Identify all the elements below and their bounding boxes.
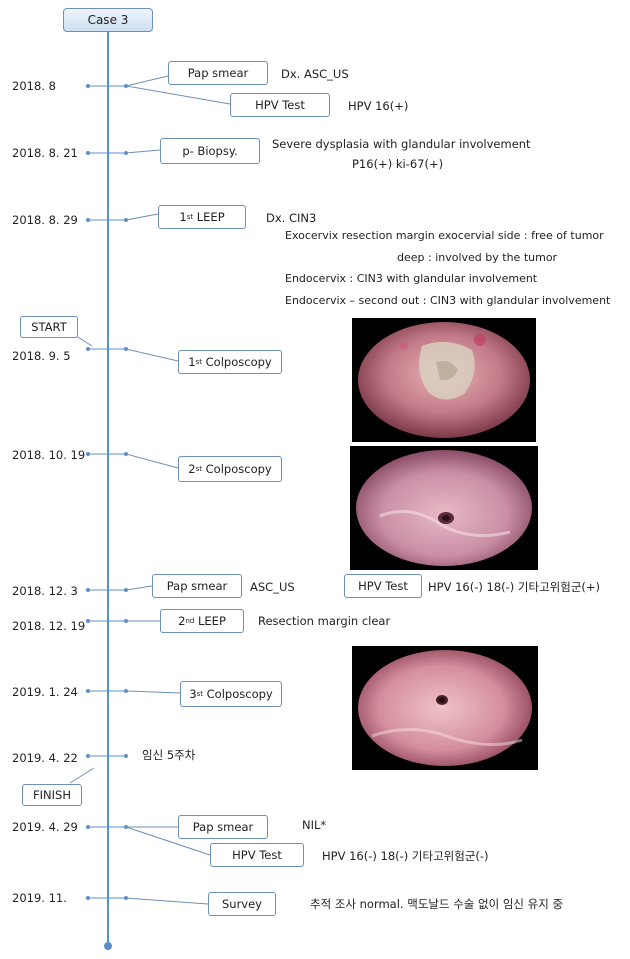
hpv-result: HPV 16(-) 18(-) 기타고위험군(-) xyxy=(322,849,489,863)
colposcopy-3-label: Colposcopy xyxy=(203,687,273,701)
leep-1-box: 1st LEEP xyxy=(158,205,246,229)
hpv-result: HPV 16(+) xyxy=(348,99,408,113)
leep-1-detail: deep : involved by the tumor xyxy=(397,251,557,265)
survey-result: 추적 조사 normal. 맥도날드 수술 없이 임신 유지 중 xyxy=(310,897,563,911)
event-date: 2019. 4. 29 xyxy=(12,820,78,834)
pap-result: ASC_US xyxy=(250,580,295,594)
leep-1-detail: Endocervix : CIN3 with glandular involve… xyxy=(285,272,537,286)
leep-1-label: LEEP xyxy=(193,210,225,224)
colposcopy-1-label: Colposcopy xyxy=(202,355,272,369)
colposcopy-3-box: 3st Colposcopy xyxy=(180,681,282,707)
pap-smear-box: Pap smear xyxy=(152,574,242,598)
colposcopy-image-1 xyxy=(352,318,536,442)
start-label: START xyxy=(20,316,78,338)
pap-result: NIL* xyxy=(302,818,326,832)
pregnancy-note: 임신 5주차 xyxy=(142,748,195,762)
finish-label: FINISH xyxy=(22,784,82,806)
event-date: 2019. 11. xyxy=(12,891,67,905)
pap-result: Dx. ASC_US xyxy=(281,67,349,81)
colposcopy-image-2 xyxy=(350,446,538,570)
biopsy-box: p- Biopsy. xyxy=(160,138,260,164)
hpv-test-box: HPV Test xyxy=(210,843,304,867)
event-date: 2018. 12. 19 xyxy=(12,619,85,633)
event-date: 2018. 8 xyxy=(12,79,56,93)
biopsy-result-line2: P16(+) ki-67(+) xyxy=(352,157,443,171)
event-date: 2018. 10. 19 xyxy=(12,448,85,462)
colposcopy-2-label: Colposcopy xyxy=(202,462,272,476)
callout-pointers xyxy=(70,76,230,904)
leep-1-result: Dx. CIN3 xyxy=(266,211,316,225)
colposcopy-2-box: 2st Colposcopy xyxy=(178,456,282,482)
hpv-result: HPV 16(-) 18(-) 기타고위험군(+) xyxy=(428,580,600,594)
leep-1-num: 1 xyxy=(179,210,186,224)
case-label: Case 3 xyxy=(63,8,153,32)
colposcopy-2-num: 2 xyxy=(188,462,195,476)
hpv-test-box: HPV Test xyxy=(230,93,330,117)
hpv-test-box: HPV Test xyxy=(344,574,422,598)
biopsy-result-line1: Severe dysplasia with glandular involvem… xyxy=(272,137,531,151)
leep-1-detail: Exocervix resection margin exocervial si… xyxy=(285,229,604,243)
colposcopy-1-num: 1 xyxy=(188,355,195,369)
colposcopy-3-num: 3 xyxy=(189,687,196,701)
pap-smear-box: Pap smear xyxy=(178,815,268,839)
leep-2-num: 2 xyxy=(178,614,185,628)
colposcopy-1-box: 1st Colposcopy xyxy=(178,350,282,374)
event-date: 2018. 8. 29 xyxy=(12,213,78,227)
event-date: 2018. 8. 21 xyxy=(12,146,78,160)
leep-2-box: 2nd LEEP xyxy=(160,609,244,633)
colposcopy-image-3 xyxy=(352,646,538,770)
pap-smear-box: Pap smear xyxy=(168,61,268,85)
event-date: 2018. 12. 3 xyxy=(12,584,78,598)
survey-box: Survey xyxy=(208,892,276,916)
event-date: 2019. 1. 24 xyxy=(12,685,78,699)
leep-1-detail: Endocervix – second out : CIN3 with glan… xyxy=(285,294,610,308)
event-date: 2019. 4. 22 xyxy=(12,751,78,765)
leep-2-label: LEEP xyxy=(194,614,226,628)
event-date: 2018. 9. 5 xyxy=(12,349,71,363)
leep-2-result: Resection margin clear xyxy=(258,614,390,628)
